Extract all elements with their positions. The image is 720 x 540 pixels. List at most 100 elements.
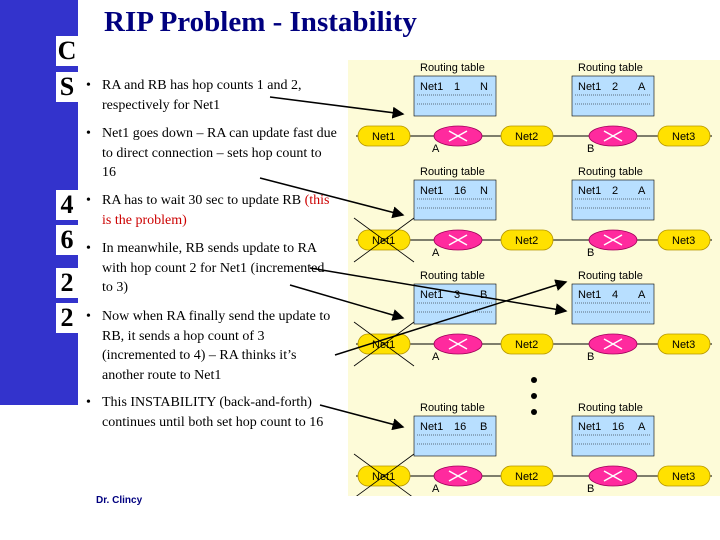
routing-table-label: Routing table — [420, 402, 485, 414]
routing-table-label: Routing table — [420, 166, 485, 178]
router-label: B — [587, 351, 594, 363]
network-label: Net2 — [515, 131, 538, 143]
net-down-cross — [356, 453, 415, 496]
course-code-letter: 2 — [56, 303, 78, 333]
routing-table-label: Routing table — [578, 270, 643, 282]
table-cell: Net1 — [420, 81, 443, 93]
network-label: Net2 — [515, 471, 538, 483]
network-cloud — [500, 125, 554, 147]
table-cell: 2 — [612, 185, 618, 197]
table-cell: B — [480, 421, 487, 433]
network-label: Net3 — [672, 131, 695, 143]
course-code-letter: 2 — [56, 268, 78, 298]
bullet-text: Net1 goes down – RA can update fast due … — [102, 126, 337, 180]
bullet-text: RA has to wait 30 sec to update RB — [102, 193, 302, 208]
table-cell: B — [480, 289, 487, 301]
table-cell: A — [638, 81, 646, 93]
bullet-dot-icon: • — [86, 78, 91, 93]
routing-table — [571, 75, 655, 117]
footer-author: Dr. Clincy — [96, 495, 143, 506]
table-cell: 16 — [612, 421, 624, 433]
course-code-letter: 4 — [56, 190, 78, 220]
table-cell: 1 — [454, 81, 460, 93]
bullet-text: In meanwhile, RB sends update to RA with… — [102, 241, 325, 295]
bullet-item: • This INSTABILITY (back-and-forth) cont… — [86, 393, 338, 432]
course-code-letter: C — [56, 36, 78, 66]
network-cloud — [500, 229, 554, 251]
network-label: Net3 — [672, 339, 695, 351]
table-cell: 16 — [454, 185, 466, 197]
router-x-icon — [448, 130, 468, 142]
table-cell: N — [480, 81, 488, 93]
bullet-dot-icon: • — [86, 241, 91, 256]
router-x-icon — [603, 234, 623, 246]
router-x-icon — [603, 338, 623, 350]
network-cloud — [657, 229, 711, 251]
table-cell: Net1 — [578, 81, 601, 93]
bullet-dot-icon: • — [86, 126, 91, 141]
routing-table — [571, 283, 655, 325]
bullet-dot-icon: • — [86, 309, 91, 324]
table-cell: Net1 — [578, 185, 601, 197]
network-label: Net2 — [515, 339, 538, 351]
router-x-icon — [448, 234, 468, 246]
table-cell: A — [638, 289, 646, 301]
network-cloud — [657, 125, 711, 147]
course-code-letter: 6 — [56, 225, 78, 255]
table-cell: Net1 — [578, 421, 601, 433]
router-x-icon — [603, 130, 623, 142]
bullet-dot-icon: • — [86, 395, 91, 410]
routing-table-label: Routing table — [420, 62, 485, 74]
routing-table-label: Routing table — [578, 402, 643, 414]
network-cloud — [357, 125, 411, 147]
bullet-text: This INSTABILITY (back-and-forth) contin… — [102, 395, 324, 430]
routing-table-label: Routing table — [420, 270, 485, 282]
network-cloud — [657, 333, 711, 355]
router-label: B — [587, 247, 594, 259]
routing-table — [571, 415, 655, 457]
table-cell: A — [638, 185, 646, 197]
routing-table — [571, 179, 655, 221]
network-label: Net1 — [372, 131, 395, 143]
table-cell: Net1 — [420, 421, 443, 433]
table-cell: 3 — [454, 289, 460, 301]
router-label: B — [587, 143, 594, 155]
network-label: Net2 — [515, 235, 538, 247]
bullet-item: • Net1 goes down – RA can update fast du… — [86, 124, 338, 183]
table-cell: A — [638, 421, 646, 433]
routing-table-label: Routing table — [578, 62, 643, 74]
router-label: A — [432, 247, 440, 259]
routing-table-label: Routing table — [578, 166, 643, 178]
ellipsis-dot — [531, 393, 537, 399]
router-label: B — [587, 483, 594, 495]
network-label: Net3 — [672, 471, 695, 483]
bullet-item: • RA has to wait 30 sec to update RB (th… — [86, 191, 338, 230]
bullet-item: • In meanwhile, RB sends update to RA wi… — [86, 239, 338, 298]
table-cell: Net1 — [420, 185, 443, 197]
routing-table — [413, 179, 497, 221]
course-code-letter: S — [56, 72, 78, 102]
table-cell: 2 — [612, 81, 618, 93]
routing-table — [413, 415, 497, 457]
table-cell: Net1 — [420, 289, 443, 301]
net-down-cross — [353, 217, 415, 263]
bullet-dot-icon: • — [86, 193, 91, 208]
network-cloud — [500, 465, 554, 487]
table-cell: Net1 — [578, 289, 601, 301]
table-cell: 4 — [612, 289, 618, 301]
router-label: A — [432, 351, 440, 363]
table-cell: 16 — [454, 421, 466, 433]
ellipsis-dot — [531, 409, 537, 415]
bullet-item: • Now when RA finally send the update to… — [86, 307, 338, 385]
network-label: Net3 — [672, 235, 695, 247]
router-label: A — [432, 483, 440, 495]
network-cloud — [657, 465, 711, 487]
router-x-icon — [603, 470, 623, 482]
router-label: A — [432, 143, 440, 155]
bullet-item: • RA and RB has hop counts 1 and 2, resp… — [86, 76, 338, 115]
slide-title: RIP Problem - Instability — [104, 6, 417, 38]
bullet-text: RA and RB has hop counts 1 and 2, respec… — [102, 78, 302, 113]
routing-table — [413, 75, 497, 117]
